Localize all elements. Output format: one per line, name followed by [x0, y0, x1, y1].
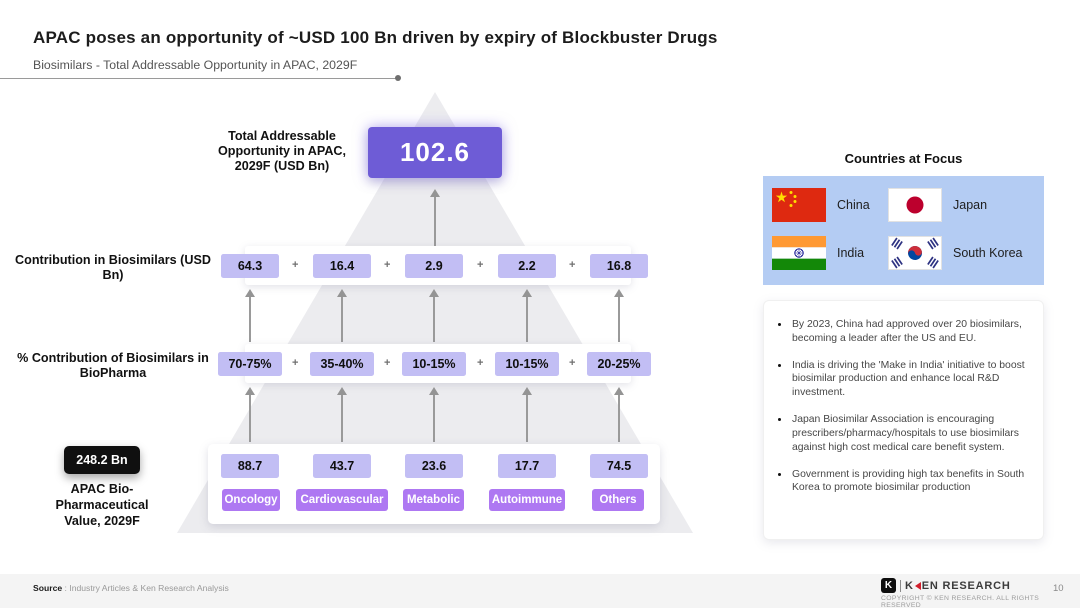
- ken-research-logo: K K EN RESEARCH: [881, 578, 1011, 593]
- page-subtitle: Biosimilars - Total Addressable Opportun…: [33, 58, 358, 72]
- plus-sign: +: [477, 357, 484, 369]
- page-title: APAC poses an opportunity of ~USD 100 Bn…: [33, 28, 718, 47]
- insights-list: By 2023, China had approved over 20 bios…: [790, 318, 1031, 495]
- base-value: 23.6: [405, 454, 463, 478]
- percent-value: 70-75%: [218, 352, 282, 376]
- subtitle-underline: [0, 78, 398, 79]
- contribution-value: 16.4: [313, 254, 371, 278]
- insight-bullet: Government is providing high tax benefit…: [790, 468, 1031, 496]
- apac-biopharma-value-label: APAC Bio-Pharmaceutical Value, 2029F: [55, 482, 149, 529]
- base-value: 74.5: [590, 454, 648, 478]
- source-text: Industry Articles & Ken Research Analysi…: [69, 583, 229, 593]
- contribution-row-label: Contribution in Biosimilars (USD Bn): [15, 253, 211, 283]
- plus-sign: +: [292, 259, 299, 271]
- plus-sign: +: [569, 357, 576, 369]
- subtitle-underline-dot: [395, 75, 401, 81]
- arrow-up-icon: [335, 289, 349, 342]
- india-flag-icon: [772, 236, 826, 270]
- pyramid-background: [177, 92, 693, 533]
- contribution-value: 64.3: [221, 254, 279, 278]
- arrow-up-icon: [427, 289, 441, 342]
- country-south-korea: South Korea: [888, 236, 1023, 270]
- percent-value: 20-25%: [587, 352, 651, 376]
- base-value: 88.7: [221, 454, 279, 478]
- insight-bullet: Japan Biosimilar Association is encourag…: [790, 413, 1031, 454]
- country-name: India: [837, 246, 865, 260]
- contribution-value: 2.2: [498, 254, 556, 278]
- category-chip-metabolic: Metabolic: [403, 489, 464, 511]
- country-name: Japan: [953, 198, 988, 212]
- percent-row-label: % Contribution of Biosimilars in BioPhar…: [17, 351, 209, 381]
- plus-sign: +: [384, 259, 391, 271]
- apac-biopharma-value-badge: 248.2 Bn: [64, 446, 140, 474]
- base-value: 43.7: [313, 454, 371, 478]
- logo-name-rest: EN RESEARCH: [921, 579, 1011, 592]
- country-name: South Korea: [953, 246, 1023, 260]
- japan-flag-icon: [888, 188, 942, 222]
- arrow-head: [430, 189, 440, 197]
- percent-value: 10-15%: [402, 352, 466, 376]
- footer: Source : Industry Articles & Ken Researc…: [0, 574, 1080, 608]
- insight-bullet: India is driving the 'Make in India' ini…: [790, 359, 1031, 400]
- insights-card: By 2023, China had approved over 20 bios…: [763, 300, 1044, 540]
- country-name: China: [837, 198, 870, 212]
- category-chip-cardiovascular: Cardiovascular: [296, 489, 388, 511]
- arrow-up-icon: [520, 289, 534, 342]
- china-flag-icon: [772, 188, 826, 222]
- category-chip-oncology: Oncology: [222, 489, 280, 511]
- source-line: Source : Industry Articles & Ken Researc…: [33, 583, 229, 593]
- plus-sign: +: [292, 357, 299, 369]
- arrow-up-icon: [428, 189, 442, 246]
- arrow-up-icon: [335, 387, 349, 442]
- logo-name-k: K: [905, 579, 914, 592]
- contribution-value: 16.8: [590, 254, 648, 278]
- country-india: India: [772, 236, 864, 270]
- countries-heading: Countries at Focus: [844, 151, 963, 166]
- arrow-up-icon: [612, 289, 626, 342]
- ken-research-logo-icon: K: [881, 578, 896, 593]
- arrow-shaft: [434, 197, 436, 246]
- category-chip-autoimmune: Autoimmune: [489, 489, 565, 511]
- logo-triangle-icon: [914, 581, 921, 590]
- logo-name: K EN RESEARCH: [905, 580, 1011, 592]
- percent-value: 10-15%: [495, 352, 559, 376]
- plus-sign: +: [569, 259, 576, 271]
- page-number: 10: [1053, 583, 1064, 594]
- copyright-text: COPYRIGHT © KEN RESEARCH. ALL RIGHTS RES…: [881, 595, 1040, 608]
- insight-bullet: By 2023, China had approved over 20 bios…: [790, 318, 1031, 346]
- country-china: China: [772, 188, 870, 222]
- source-separator: :: [64, 583, 67, 593]
- total-opportunity-value-box: 102.6: [368, 127, 502, 178]
- south-korea-flag-icon: [888, 236, 942, 270]
- category-chip-others: Others: [592, 489, 644, 511]
- arrow-up-icon: [243, 289, 257, 342]
- arrow-up-icon: [520, 387, 534, 442]
- logo-divider: [900, 579, 901, 592]
- arrow-up-icon: [427, 387, 441, 442]
- percent-value: 35-40%: [310, 352, 374, 376]
- plus-sign: +: [477, 259, 484, 271]
- base-value: 17.7: [498, 454, 556, 478]
- plus-sign: +: [384, 357, 391, 369]
- arrow-up-icon: [243, 387, 257, 442]
- arrow-up-icon: [612, 387, 626, 442]
- contribution-value: 2.9: [405, 254, 463, 278]
- source-label: Source: [33, 583, 63, 593]
- country-japan: Japan: [888, 188, 987, 222]
- total-opportunity-label: Total Addressable Opportunity in APAC, 2…: [217, 129, 347, 173]
